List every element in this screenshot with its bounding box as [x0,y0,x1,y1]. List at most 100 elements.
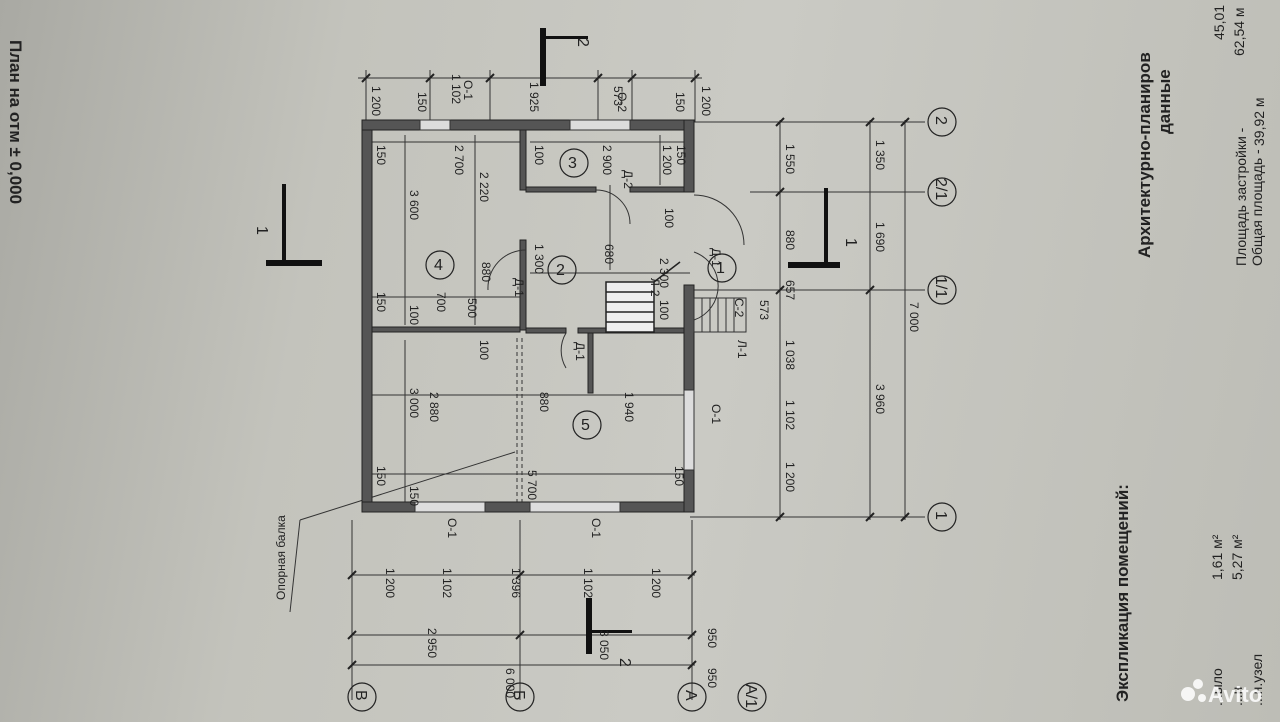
dim-int-17: 100 [477,340,491,360]
dim-bot-5: 1 200 [649,568,663,598]
tech-header-1: Архитектурно-планиров [1135,52,1154,258]
dim-bot-7: 3 050 [597,630,611,660]
mark-o1-top: О-1 [461,80,475,100]
stair [605,261,681,333]
axis-label-2: 2 [932,116,949,125]
dim-int-26: 2 300 [657,258,671,288]
axis-label-1-1: 1/1 [932,276,949,298]
dim-bot-9: 950 [705,668,719,688]
dimension-ticks [347,73,910,670]
axis-label-2-1: 2/1 [932,178,949,200]
mark-d1-c: Д-1 [709,248,723,267]
dim-right-880: 880 [783,230,797,250]
room-row-name-1: ...ыло [1209,668,1225,706]
room-number-2: 2 [556,262,565,279]
dim-int-18: 2 880 [427,392,441,422]
dim-int-1: 150 [374,145,388,165]
dim-int-11: 680 [602,244,616,264]
room-row-name-3: ...н.узел [1249,654,1265,706]
beam-label: Опорная балка [274,515,288,600]
dim-int-20: 1 940 [622,392,636,422]
dim-int-15: 100 [407,305,421,325]
dim-int-19: 880 [537,392,551,412]
mark-l1: Л-1 [735,340,749,359]
tech-row-value-2: 62,54 м [1231,7,1247,56]
dim-right-1102: 1 102 [783,400,797,430]
section-label-top: 2 [574,38,591,47]
dim-int-13: 700 [434,292,448,312]
dim-bot-4: 1 102 [581,568,595,598]
axis-label-a-1: А/1 [742,684,759,708]
door-swings [487,189,745,369]
dim-int-4: 2 900 [600,145,614,175]
section-label-right: 1 [842,238,859,247]
dim-int-2: 2 700 [452,145,466,175]
dim-bot-8: 950 [705,628,719,648]
dim-int-6: 150 [674,145,688,165]
dim-right-657: 657 [783,280,797,300]
axis-bubbles [347,107,957,712]
room-row-area-2: 5,27 м² [1229,534,1245,580]
plan-title: План на отм ± 0,000 [6,40,25,204]
axis-label-1: 1 [932,511,949,520]
dim-int-23: 5 700 [525,470,539,500]
dim-int-21: 3 000 [407,388,421,418]
tech-row-label-2: Общая площадь - [1249,149,1265,266]
dim-bot-10: 6 000 [503,668,517,698]
dim-int-24: 150 [672,466,686,486]
dim-right-1200: 1 200 [783,462,797,492]
section-marks [266,28,840,654]
mark-d1-a: Д-1 [512,278,526,297]
dim-right-573: 573 [757,300,771,320]
room-number-5: 5 [581,417,590,434]
mark-s2: С-2 [732,298,746,318]
dim-top-1: 1 200 [369,86,383,116]
room-number-4: 4 [434,257,443,274]
dim-bot-1: 1 200 [383,568,397,598]
mark-l2: Л-2 [648,278,662,297]
watermark: Avito [1181,679,1262,707]
dim-top-3: 1 925 [527,82,541,112]
dim-int-5: 1 200 [660,145,674,175]
axis-label-a: А [682,690,699,701]
mark-o1-right: О-1 [709,404,723,424]
dim-int-27: 100 [657,300,671,320]
dim-bot-2: 1 102 [440,568,454,598]
room-number-1: 1 [716,260,725,277]
room-circles [425,148,737,440]
room-row-area-1: 1,61 м² [1209,534,1225,580]
dim-int-3: 100 [532,145,546,165]
dim-right-1550: 1 550 [783,144,797,174]
mark-d2: Д-2 [621,170,635,189]
dim-int-22: 150 [374,466,388,486]
axis-label-v: В [352,690,369,701]
windows [414,119,695,513]
dim-int-7: 3 600 [407,190,421,220]
dim-bot-6: 2 950 [425,628,439,658]
dim-top-7: 150 [673,92,687,112]
rooms-header: Экспликация помещений: [1113,484,1132,702]
dim-bot-3: 1 396 [509,568,523,598]
dim-right-1038: 1 038 [783,340,797,370]
tech-row-value-3: 39,92 м [1251,97,1267,146]
dim-right-3960: 3 960 [873,384,887,414]
mark-o2-top: О-2 [615,92,629,112]
mark-d1-b: Д-1 [573,342,587,361]
section-label-bottom: 2 [616,658,633,667]
porch [693,297,747,333]
dim-top-2: 1 102 [449,74,463,104]
mark-o1-bot-1: О-1 [445,518,459,538]
dim-int-14: 880 [479,262,493,282]
dim-right-1690: 1 690 [873,222,887,252]
watermark-text: Avito [1208,682,1262,707]
dim-top-6: 150 [415,92,429,112]
room-row-name-2: ...н [1229,687,1245,706]
dim-int-16: 500 [465,298,479,318]
dim-right-1350: 1 350 [873,140,887,170]
tech-row-label-1: Площадь застройки - [1233,127,1249,266]
dim-top-4: 573 [611,86,625,106]
room-number-3: 3 [568,155,577,172]
